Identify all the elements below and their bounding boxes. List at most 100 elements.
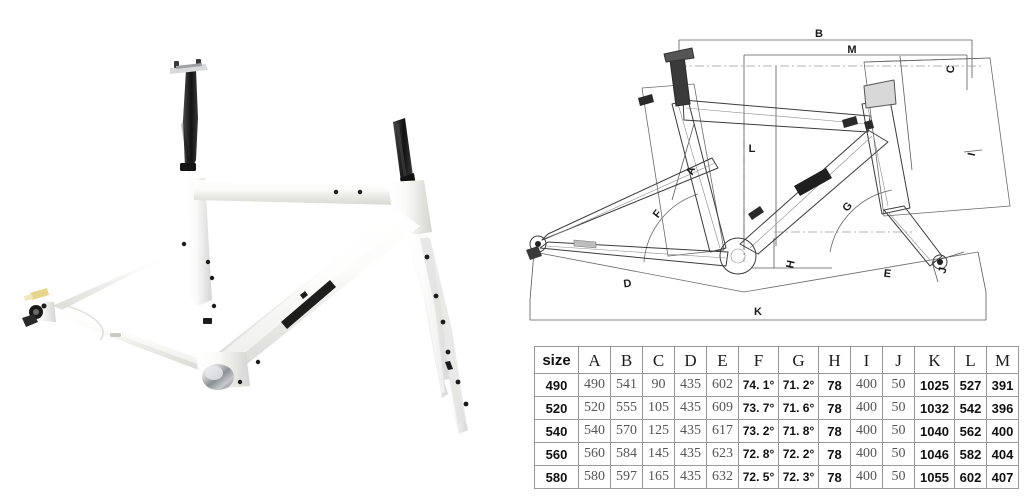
col-header-d: D (674, 346, 707, 374)
cell-m: 396 (986, 396, 1019, 420)
cell-c: 145 (642, 442, 675, 466)
cell-a: 580 (578, 465, 611, 489)
cell-l: 602 (954, 465, 987, 489)
cell-i: 400 (850, 396, 883, 420)
cell-m: 407 (986, 465, 1019, 489)
cell-h: 78 (818, 465, 851, 489)
cell-m: 391 (986, 373, 1019, 397)
cell-a: 520 (578, 396, 611, 420)
cell-d: 435 (674, 373, 707, 397)
cell-d: 435 (674, 396, 707, 420)
dim-label-M: M (847, 44, 856, 56)
bottom-bracket (196, 352, 250, 390)
cell-i: 400 (850, 419, 883, 443)
cell-e: 602 (706, 373, 739, 397)
cell-h: 78 (818, 442, 851, 466)
cell-c: 90 (642, 373, 675, 397)
cell-i: 400 (850, 373, 883, 397)
cell-size: 560 (534, 442, 579, 466)
col-header-f: F (738, 346, 779, 374)
cell-l: 527 (954, 373, 987, 397)
table-row: 490 490 541 90 435 602 74. 1° 71. 2° 78 … (534, 373, 1019, 397)
geometry-table: size A B C D E F G H I J K L M (534, 346, 1019, 489)
rear-dropout (22, 288, 56, 327)
cell-h: 78 (818, 396, 851, 420)
frameset-illustration (22, 59, 469, 434)
dim-label-E: E (883, 268, 892, 281)
dim-label-L: L (749, 143, 756, 155)
cell-k: 1040 (914, 419, 955, 443)
product-photo (22, 59, 469, 434)
geometry-diagram: B M C I L A F G H D E J K (512, 0, 1024, 340)
col-header-size: size (534, 346, 579, 374)
col-header-c: C (642, 346, 675, 374)
cell-g: 72. 2° (778, 442, 819, 466)
cell-j: 50 (882, 396, 915, 420)
cell-m: 400 (986, 419, 1019, 443)
seat-tube (186, 178, 212, 306)
cell-e: 623 (706, 442, 739, 466)
table-body: 490 490 541 90 435 602 74. 1° 71. 2° 78 … (534, 373, 1019, 489)
cell-f: 72. 5° (738, 465, 779, 489)
dim-label-D: D (623, 278, 633, 291)
table-row: 540 540 570 125 435 617 73. 2° 71. 8° 78… (534, 419, 1019, 443)
cell-j: 50 (882, 373, 915, 397)
table-row: 560 560 584 145 435 623 72. 8° 72. 2° 78… (534, 442, 1019, 466)
seat-stay (45, 240, 199, 316)
frame-geometry-linedrawing: B M C I L A F G H D E J K (512, 0, 1024, 340)
cell-f: 73. 7° (738, 396, 779, 420)
seatpost (170, 59, 208, 172)
col-header-h: H (818, 346, 851, 374)
dim-label-A: A (684, 165, 698, 177)
dim-label-H: H (784, 259, 797, 269)
cell-g: 71. 8° (778, 419, 819, 443)
col-header-a: A (578, 346, 611, 374)
cell-b: 555 (610, 396, 643, 420)
cell-g: 71. 2° (778, 373, 819, 397)
col-header-g: G (778, 346, 819, 374)
cell-g: 72. 3° (778, 465, 819, 489)
cell-e: 632 (706, 465, 739, 489)
cell-j: 50 (882, 465, 915, 489)
table-header: size A B C D E F G H I J K L M (534, 346, 1019, 374)
cell-b: 541 (610, 373, 643, 397)
dim-label-K: K (754, 306, 762, 318)
top-tube (193, 180, 399, 205)
cell-l: 542 (954, 396, 987, 420)
col-header-e: E (706, 346, 739, 374)
cell-f: 73. 2° (738, 419, 779, 443)
dim-label-I: I (966, 152, 978, 157)
downtube-decal (281, 280, 336, 329)
cell-a: 540 (578, 419, 611, 443)
cell-i: 400 (850, 465, 883, 489)
seatpost-clamp (170, 59, 208, 74)
col-header-m: M (986, 346, 1019, 374)
cell-d: 435 (674, 442, 707, 466)
cell-size: 490 (534, 373, 579, 397)
cell-size: 540 (534, 419, 579, 443)
dim-label-J: J (937, 266, 950, 274)
frame-bolts (110, 189, 363, 385)
table-row: 520 520 555 105 435 609 73. 7° 71. 6° 78… (534, 396, 1019, 420)
col-header-b: B (610, 346, 643, 374)
cell-c: 165 (642, 465, 675, 489)
cell-f: 72. 8° (738, 442, 779, 466)
table-row: 580 580 597 165 435 632 72. 5° 72. 3° 78… (534, 465, 1019, 489)
cell-b: 597 (610, 465, 643, 489)
cell-m: 404 (986, 442, 1019, 466)
cell-h: 78 (818, 419, 851, 443)
cell-d: 435 (674, 465, 707, 489)
cell-l: 562 (954, 419, 987, 443)
cell-j: 50 (882, 442, 915, 466)
dim-label-B: B (815, 28, 823, 40)
cell-size: 520 (534, 396, 579, 420)
cell-g: 71. 6° (778, 396, 819, 420)
cell-b: 584 (610, 442, 643, 466)
cell-a: 490 (578, 373, 611, 397)
cell-l: 582 (954, 442, 987, 466)
cell-e: 609 (706, 396, 739, 420)
cell-i: 400 (850, 442, 883, 466)
cell-d: 435 (674, 419, 707, 443)
cell-k: 1032 (914, 396, 955, 420)
